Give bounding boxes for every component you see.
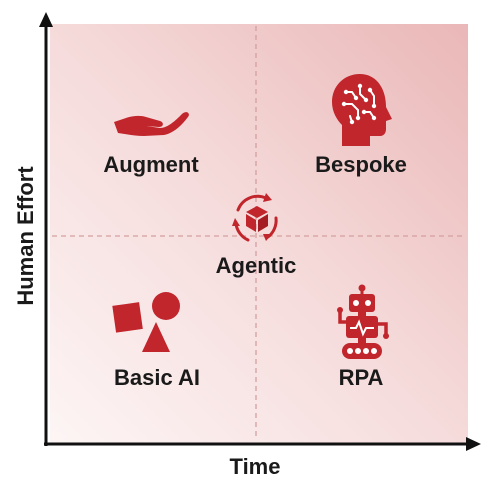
quadrant-label-bespoke: Bespoke <box>315 152 407 177</box>
robot-icon <box>337 284 389 359</box>
quadrant-label-basic-ai: Basic AI <box>113 365 201 390</box>
shapes-icon <box>112 292 180 352</box>
quadrant-background <box>50 24 468 444</box>
x-axis-arrowhead <box>466 437 481 451</box>
x-axis-label: Time <box>229 454 281 479</box>
y-axis-arrowhead <box>39 12 53 27</box>
brain-head-icon <box>332 74 392 146</box>
quadrant-label-rpa: RPA <box>338 365 384 390</box>
quadrant-label-augment: Augment <box>103 152 199 177</box>
y-axis-label: Human Effort <box>13 166 38 306</box>
hand-icon <box>114 112 189 136</box>
cycle-box-icon <box>232 193 278 242</box>
center-label-agentic: Agentic <box>215 253 297 278</box>
